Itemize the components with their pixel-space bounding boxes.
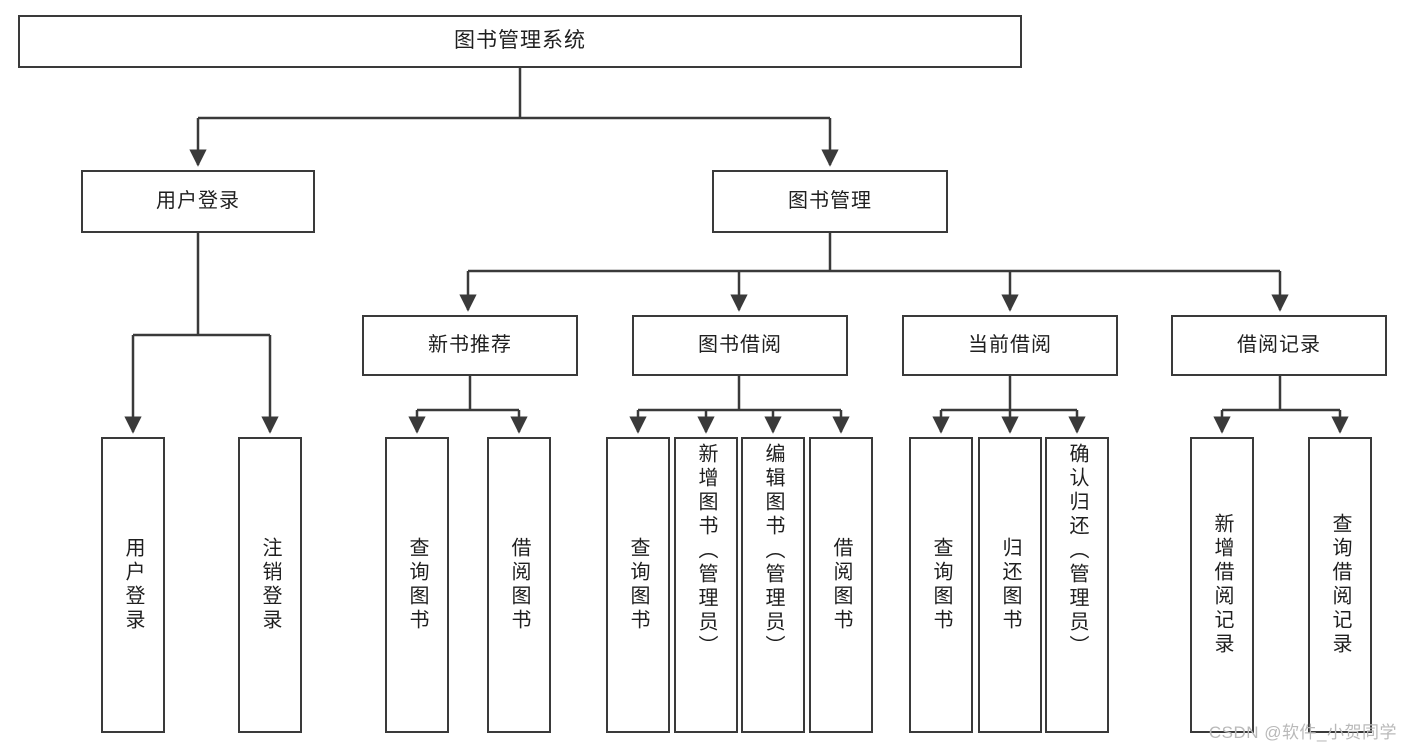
node-label: 确认归还（管理员） <box>1066 443 1088 659</box>
leaf-user-login-login[interactable]: 用户登录 <box>101 437 165 733</box>
leaf-borrow-add-book-admin[interactable]: 新增图书（管理员） <box>674 437 738 733</box>
node-label: 图书借阅 <box>698 334 782 356</box>
node-root-system[interactable]: 图书管理系统 <box>18 15 1022 68</box>
node-label: 图书管理 <box>788 190 872 212</box>
node-label: 查询图书 <box>930 537 952 633</box>
node-label: 借阅图书 <box>508 537 530 633</box>
leaf-current-confirm-return-admin[interactable]: 确认归还（管理员） <box>1045 437 1109 733</box>
node-current-borrow[interactable]: 当前借阅 <box>902 315 1118 376</box>
node-book-borrow[interactable]: 图书借阅 <box>632 315 848 376</box>
node-label: 用户登录 <box>122 537 144 633</box>
node-label: 借阅图书 <box>830 537 852 633</box>
node-label: 新增图书（管理员） <box>695 443 717 659</box>
node-book-management[interactable]: 图书管理 <box>712 170 948 233</box>
leaf-recommend-borrow-book[interactable]: 借阅图书 <box>487 437 551 733</box>
node-label: 用户登录 <box>156 190 240 212</box>
leaf-user-login-logout[interactable]: 注销登录 <box>238 437 302 733</box>
node-label: 查询图书 <box>627 537 649 633</box>
leaf-record-query-record[interactable]: 查询借阅记录 <box>1308 437 1372 733</box>
watermark: CSDN @软件_小贺同学 <box>1208 723 1397 742</box>
node-label: 归还图书 <box>999 537 1021 633</box>
leaf-borrow-query-book[interactable]: 查询图书 <box>606 437 670 733</box>
node-label: 查询借阅记录 <box>1329 513 1351 657</box>
node-label: 图书管理系统 <box>454 29 586 53</box>
node-label: 编辑图书（管理员） <box>762 443 784 659</box>
node-label: 新书推荐 <box>428 334 512 356</box>
node-label: 查询图书 <box>406 537 428 633</box>
node-label: 借阅记录 <box>1237 334 1321 356</box>
node-borrow-record[interactable]: 借阅记录 <box>1171 315 1387 376</box>
leaf-recommend-query-book[interactable]: 查询图书 <box>385 437 449 733</box>
node-user-login[interactable]: 用户登录 <box>81 170 315 233</box>
leaf-current-query-book[interactable]: 查询图书 <box>909 437 973 733</box>
node-label: 新增借阅记录 <box>1211 513 1233 657</box>
leaf-borrow-borrow-book[interactable]: 借阅图书 <box>809 437 873 733</box>
node-label: 注销登录 <box>259 537 281 633</box>
leaf-current-return-book[interactable]: 归还图书 <box>978 437 1042 733</box>
leaf-borrow-edit-book-admin[interactable]: 编辑图书（管理员） <box>741 437 805 733</box>
node-label: 当前借阅 <box>968 334 1052 356</box>
leaf-record-add-record[interactable]: 新增借阅记录 <box>1190 437 1254 733</box>
node-new-book-recommend[interactable]: 新书推荐 <box>362 315 578 376</box>
